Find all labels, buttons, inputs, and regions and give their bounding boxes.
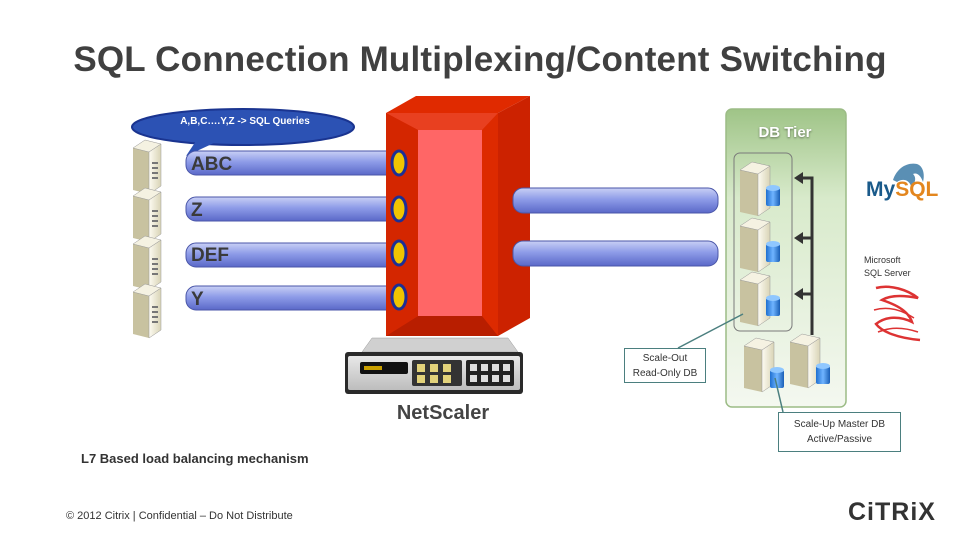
db-server-icon <box>739 217 780 273</box>
scale-out-note-line1: Scale-Out <box>642 353 688 364</box>
master-db-server-icon <box>789 333 830 389</box>
scale-out-note-line2: Read-Only DB <box>632 368 698 379</box>
sql-server-logo-icon <box>873 285 921 342</box>
pipe-label-abc: ABC <box>191 154 233 175</box>
citrix-logo: CiTRiX <box>848 498 936 526</box>
netscaler-front <box>418 130 482 316</box>
client-server-icon <box>132 283 162 339</box>
client-server-icon <box>132 187 162 243</box>
db-pipes <box>512 187 719 267</box>
mssql-label-line2: SQL Server <box>864 268 911 278</box>
sql-queries-bubble <box>131 108 355 146</box>
netscaler-label: NetScaler <box>396 402 490 424</box>
netscaler-box <box>386 96 530 336</box>
l7-label: L7 Based load balancing mechanism <box>81 451 309 466</box>
db-server-icon <box>739 161 780 217</box>
sql-queries-bubble-text: A,B,C….Y,Z -> SQL Queries <box>180 116 310 127</box>
netscaler-top <box>386 96 530 113</box>
client-pipes <box>185 150 399 311</box>
master-db-server-icon <box>743 337 784 393</box>
db-server-icon <box>739 271 780 327</box>
netscaler-front-bevel-top <box>386 113 498 130</box>
client-servers <box>132 139 162 339</box>
scale-out-callout-line <box>677 313 744 349</box>
pipe-to-db <box>512 240 719 267</box>
pipe-to-db <box>512 187 719 214</box>
scale-up-callout-line <box>774 377 784 413</box>
read-only-db-group <box>733 152 793 332</box>
connection-ring-icon <box>390 239 408 267</box>
arrowheads <box>794 172 803 300</box>
client-server-icon <box>132 139 162 195</box>
db-tier-label: DB Tier <box>758 124 812 141</box>
scale-out-note: Scale-Out Read-Only DB <box>624 348 706 383</box>
page-title: SQL Connection Multiplexing/Content Swit… <box>73 40 887 79</box>
pipe-label-z: Z <box>191 200 203 221</box>
mysql-logo-sql: SQL <box>895 178 939 201</box>
pipe-label-y: Y <box>191 289 204 310</box>
pipe-z <box>185 196 399 222</box>
mssql-label-line1: Microsoft <box>864 255 901 265</box>
connection-ring-icon <box>390 149 408 177</box>
pipe-y <box>185 285 399 311</box>
netscaler-appliance-icon <box>345 337 523 394</box>
dolphin-icon <box>893 163 924 186</box>
connection-ring-icon <box>390 283 408 311</box>
scale-up-note-line1: Scale-Up Master DB <box>793 419 886 430</box>
scale-up-note-line2: Active/Passive <box>806 434 873 445</box>
footer-copyright: © 2012 Citrix | Confidential – Do Not Di… <box>66 510 293 522</box>
pipe-label-def: DEF <box>191 245 229 266</box>
scale-up-note: Scale-Up Master DB Active/Passive <box>778 412 901 452</box>
netscaler-side <box>498 96 530 336</box>
netscaler-front-bevel-bottom <box>386 316 498 336</box>
connection-ring-icon <box>390 195 408 223</box>
connection-rings <box>390 149 408 311</box>
db-servers <box>739 161 830 393</box>
mssql-label: Microsoft SQL Server <box>864 254 928 280</box>
mysql-logo: MySQL <box>866 178 938 202</box>
mysql-logo-my: My <box>866 178 896 201</box>
client-server-icon <box>132 235 162 291</box>
